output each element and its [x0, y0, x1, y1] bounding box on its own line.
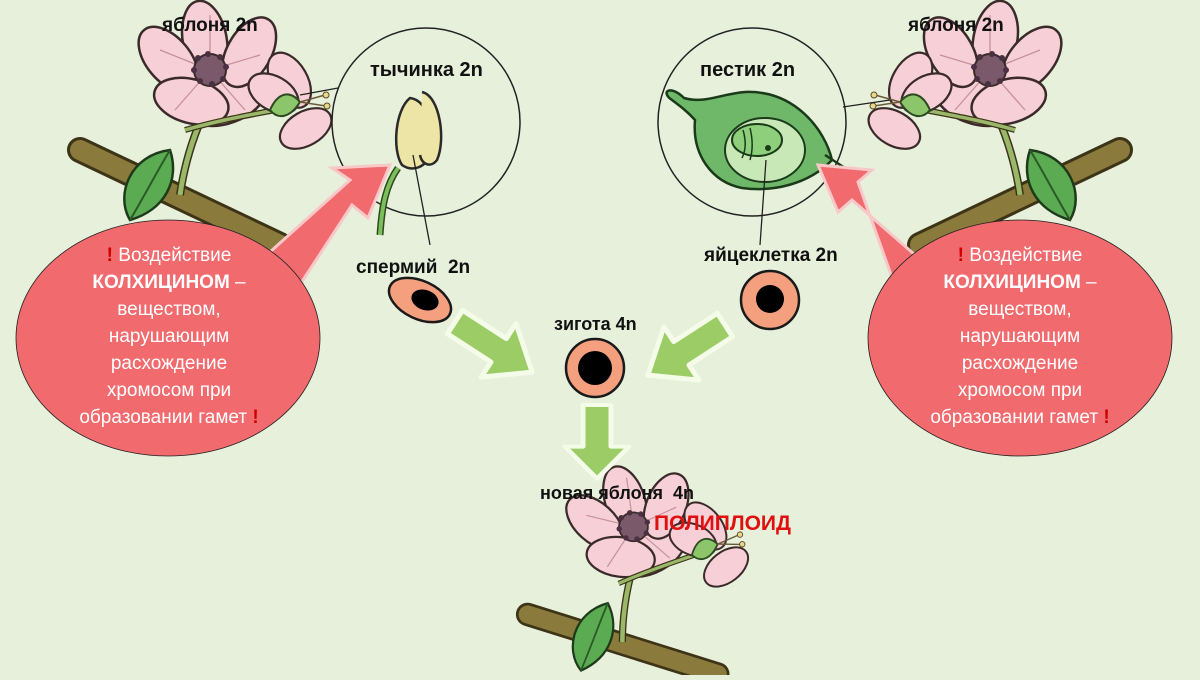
egg-cell-icon [739, 269, 801, 331]
label-apple-left: яблоня 2n [162, 15, 258, 36]
stamen-icon [376, 90, 443, 246]
zygote-cell-icon [564, 337, 626, 399]
label-zygote: зигота 4n [554, 314, 637, 334]
callout-right [815, 163, 1173, 457]
label-pistil: пестик 2n [700, 59, 796, 81]
pistil-zoom-circle [657, 27, 847, 217]
label-new-apple: новая яблоня 4n [540, 483, 694, 503]
pistil-icon [665, 89, 846, 246]
apple-blossom-icon [862, 0, 1120, 245]
arrow-egg-to-zygote [630, 298, 742, 402]
stamen-zoom-circle [331, 27, 521, 217]
callout-left [15, 163, 393, 457]
label-stamen: тычинка 2n [370, 59, 483, 81]
apple-blossom-icon [80, 0, 338, 245]
arrow-sperm-to-zygote [438, 295, 550, 399]
label-apple-right: яблоня 2n [908, 15, 1004, 36]
apple-blossom-icon [508, 446, 769, 675]
sperm-cell-icon [387, 276, 453, 324]
label-egg: яйцеклетка 2n [704, 245, 838, 266]
callout-right-text: ! Воздействие КОЛХИЦИНОМ – веществом, на… [930, 245, 1110, 428]
callout-left-text: ! Воздействие КОЛХИЦИНОМ – веществом, на… [79, 245, 259, 428]
label-polyploid: ПОЛИПЛОИД [654, 512, 791, 535]
label-sperm: спермий 2n [356, 257, 471, 278]
